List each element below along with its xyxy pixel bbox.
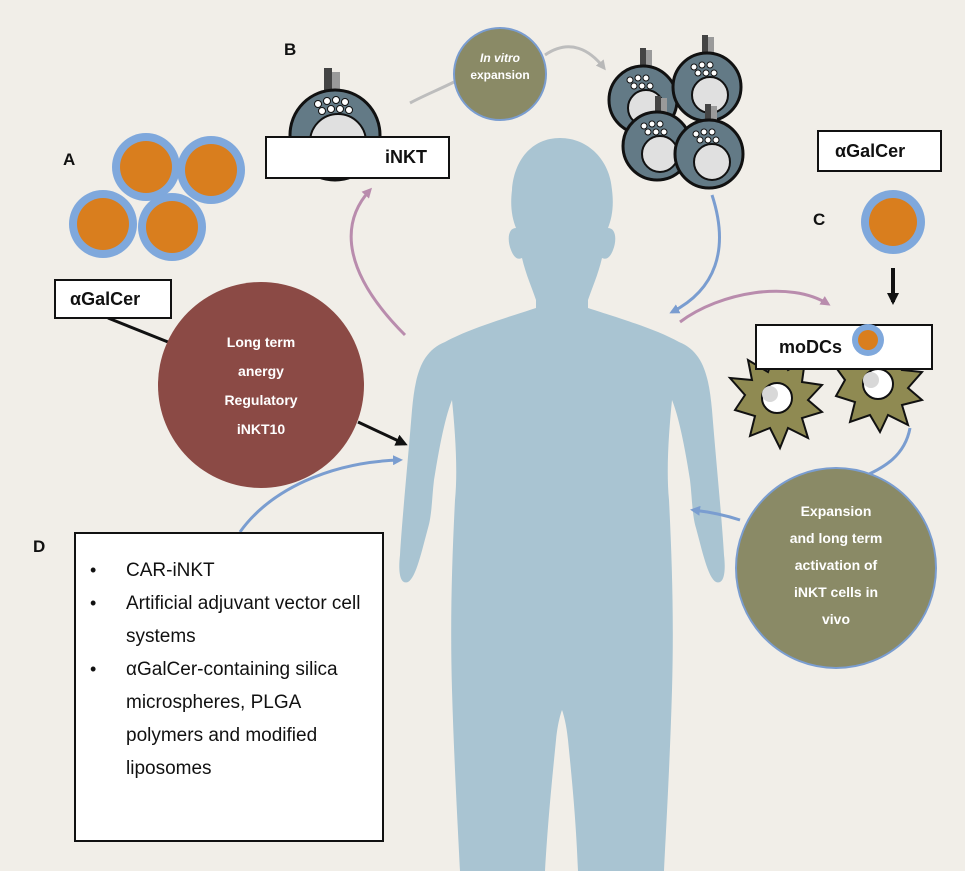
strategies-list-box: CAR-iNKT Artificial adjuvant vector cell… xyxy=(74,532,384,842)
connector-agalcer-left xyxy=(107,316,169,344)
arrow-invitro-to-expanded xyxy=(544,45,606,71)
expansion-circle xyxy=(735,467,937,669)
in-vitro-line2: expansion xyxy=(470,68,530,82)
expansion-line-1: Expansion xyxy=(800,503,872,519)
panel-label-c: C xyxy=(813,210,826,229)
agalcer-right-box: αGalCer xyxy=(817,130,942,172)
strategies-list: CAR-iNKT Artificial adjuvant vector cell… xyxy=(90,554,372,785)
in-vitro-line1: In vitro xyxy=(479,51,520,65)
expanded-cell-2 xyxy=(671,35,743,123)
agalcer-left-box: αGalCer xyxy=(54,279,172,319)
arrow-expanded-to-body xyxy=(669,194,721,314)
in-vitro-circle xyxy=(453,27,547,121)
panel-label-d: D xyxy=(33,537,46,556)
arrow-inkt-to-invitro xyxy=(409,80,455,105)
anergy-line-4: iNKT10 xyxy=(236,421,286,437)
list-item: αGalCer-containing silica microspheres, … xyxy=(90,653,372,785)
anergy-line-2: anergy xyxy=(238,363,284,379)
liposome-c xyxy=(861,190,925,254)
anergy-circle xyxy=(158,282,364,488)
panel-label-a: A xyxy=(63,150,76,169)
anergy-line-1: Long term xyxy=(226,334,296,350)
list-item: Artificial adjuvant vector cell systems xyxy=(90,587,372,653)
list-item: CAR-iNKT xyxy=(90,554,372,587)
in-vitro-text: In vitro expansion xyxy=(460,50,540,84)
expanded-cell-3 xyxy=(621,96,693,182)
arrow-body-to-inkt xyxy=(349,187,407,337)
modcs-box: moDCs xyxy=(755,324,933,370)
expansion-line-5: vivo xyxy=(821,611,850,627)
expanded-cell-4 xyxy=(673,104,745,190)
arrow-expansion-to-body xyxy=(690,505,741,522)
inkt-box: iNKT xyxy=(265,136,450,179)
anergy-line-3: Regulatory xyxy=(224,392,298,408)
expansion-line-3: activation of xyxy=(794,557,878,573)
liposomes-group-a xyxy=(69,133,245,261)
panel-label-b: B xyxy=(284,40,297,59)
anergy-text: Long term anergy Regulatory iNKT10 xyxy=(191,328,331,444)
arrow-anergy-to-body xyxy=(357,420,408,446)
expansion-line-2: and long term xyxy=(789,530,883,546)
arrows xyxy=(107,45,912,533)
arrow-modcs-to-expansion xyxy=(859,427,912,480)
expansion-line-4: iNKT cells in xyxy=(793,584,879,600)
expanded-inkt-cells xyxy=(607,35,745,190)
expansion-text: Expansion and long term activation of iN… xyxy=(761,498,911,633)
human-silhouette xyxy=(399,138,725,871)
dendritic-cell-1 xyxy=(727,349,825,451)
arrow-body-to-modcs xyxy=(679,289,831,324)
arrow-list-to-body xyxy=(238,455,403,533)
